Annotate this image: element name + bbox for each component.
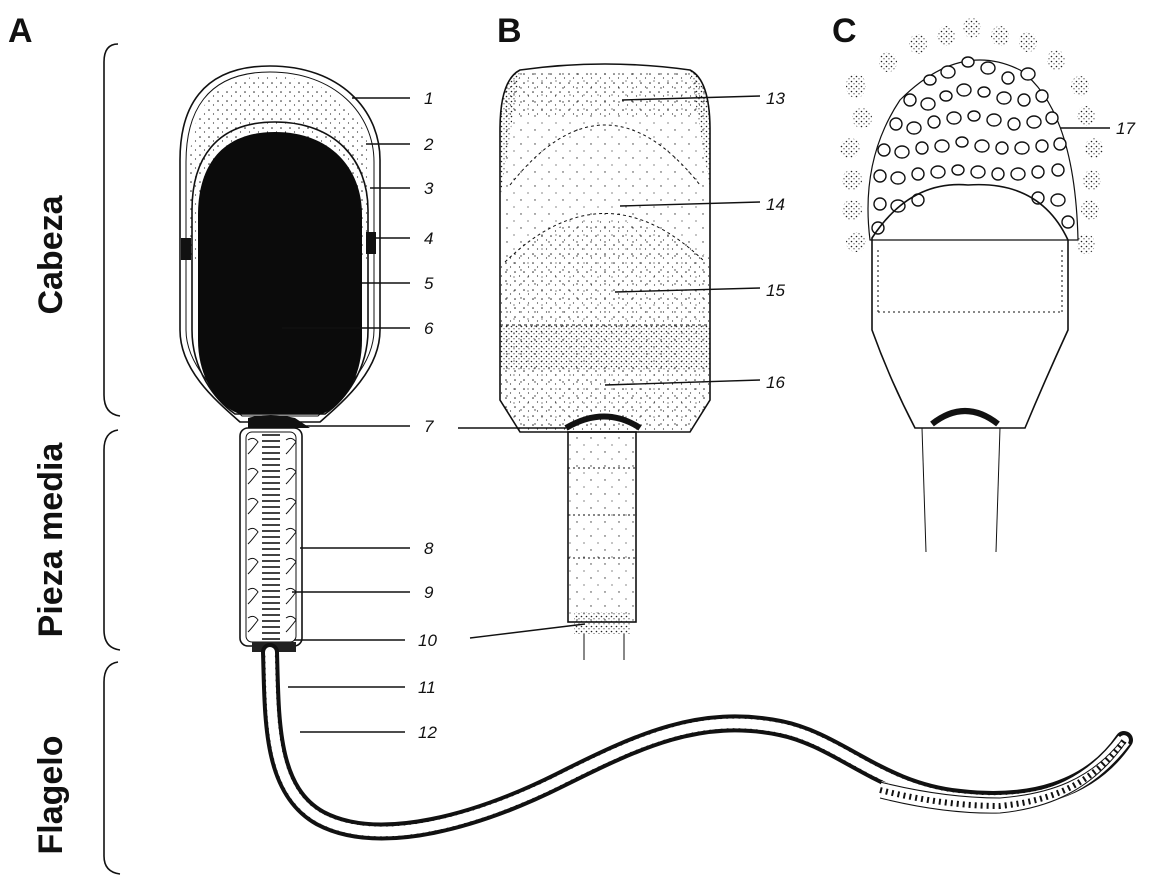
label-5: 5 bbox=[424, 274, 434, 293]
label-3: 3 bbox=[424, 179, 434, 198]
section-label-midpiece: Pieza media bbox=[32, 442, 70, 638]
label-10: 10 bbox=[418, 631, 437, 650]
label-17: 17 bbox=[1116, 119, 1135, 138]
head-brace bbox=[104, 44, 120, 416]
label-2: 2 bbox=[423, 135, 434, 154]
label-13: 13 bbox=[766, 89, 785, 108]
panel-letter-b: B bbox=[497, 12, 522, 50]
label-11: 11 bbox=[418, 678, 436, 697]
section-label-head: Cabeza bbox=[32, 194, 70, 314]
panel-b-drawing bbox=[500, 60, 712, 660]
panel-c-drawing bbox=[840, 18, 1110, 552]
panel-letter-a: A bbox=[8, 12, 33, 50]
label-16: 16 bbox=[766, 373, 785, 392]
panel-letter-c: C bbox=[832, 12, 857, 50]
label-15: 15 bbox=[766, 281, 785, 300]
label-1: 1 bbox=[424, 89, 433, 108]
label-12: 12 bbox=[418, 723, 437, 742]
label-9: 9 bbox=[424, 583, 434, 602]
label-14: 14 bbox=[766, 195, 785, 214]
flagellum-brace bbox=[104, 662, 120, 874]
label-7: 7 bbox=[424, 417, 434, 436]
label-4: 4 bbox=[424, 229, 433, 248]
label-8: 8 bbox=[424, 539, 434, 558]
label-6: 6 bbox=[424, 319, 434, 338]
section-label-flagellum: Flagelo bbox=[32, 735, 70, 854]
midpiece-brace bbox=[104, 430, 120, 650]
